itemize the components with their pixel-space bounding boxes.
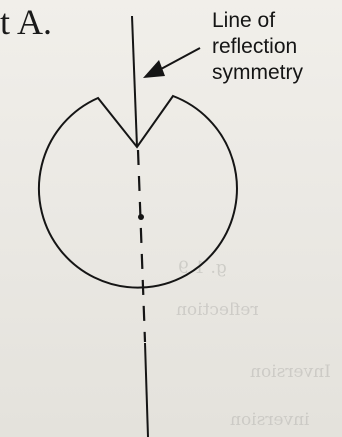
section-heading-fragment: t A.	[0, 2, 53, 42]
mirror-line-dashed	[136, 149, 147, 343]
centre-point	[138, 214, 144, 220]
label-line-2: reflection	[212, 35, 298, 58]
pointer-arrowhead	[143, 60, 165, 78]
mirror-line-lower	[144, 342, 149, 437]
notched-circle-shape	[37, 94, 238, 289]
label-line-1: Line of	[212, 9, 276, 32]
pointer-arrow-shaft	[160, 47, 201, 70]
mirror-line-upper	[131, 15, 138, 148]
line-of-symmetry-label: Line of reflection symmetry	[212, 8, 303, 86]
label-line-3: symmetry	[212, 61, 303, 84]
